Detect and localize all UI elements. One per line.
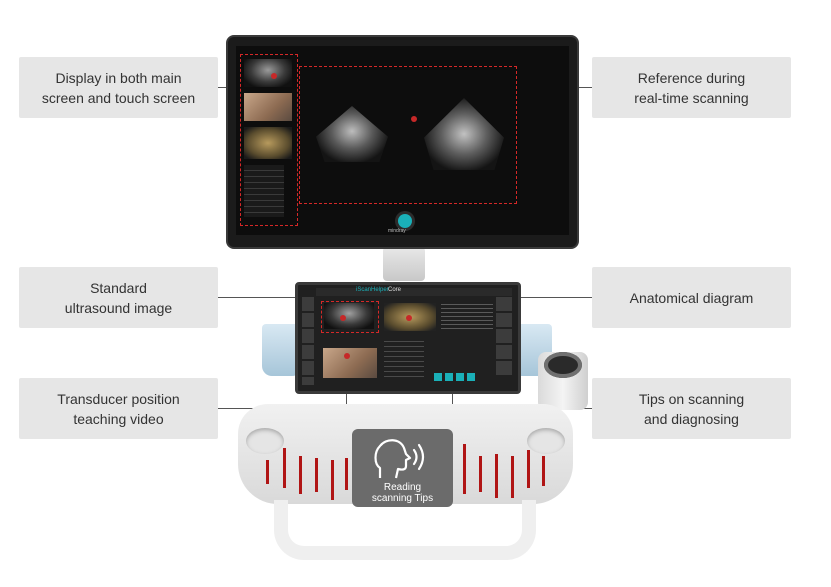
- touch-diagram-marker: [406, 315, 412, 321]
- thumb-marker: [271, 73, 277, 79]
- touch-title: iScanHelper: [356, 287, 389, 293]
- right-cup-well: [527, 428, 565, 454]
- left-cup-well: [246, 428, 284, 454]
- reading-tips-panel: Reading scanning Tips: [352, 429, 453, 507]
- probe-holder-top: [544, 352, 582, 378]
- callout-standard-image: Standard ultrasound image: [19, 267, 218, 328]
- main-screen: mindray: [236, 46, 569, 235]
- highlight-bar: [479, 456, 482, 492]
- touch-screen: iScanHelper Core: [295, 282, 521, 394]
- reference-marker: [411, 116, 417, 122]
- touch-video: [323, 348, 377, 378]
- left-thumbnail-column: [240, 54, 298, 226]
- main-monitor: mindray: [228, 37, 577, 247]
- highlight-bar: [331, 460, 334, 500]
- thumb-video: [244, 93, 292, 121]
- thumb-ultrasound: [244, 59, 292, 87]
- brand-logo: mindray: [388, 228, 406, 234]
- callout-tips: Tips on scanning and diagnosing: [592, 378, 791, 439]
- control-knob-icon: [398, 214, 412, 228]
- thumb-list: [244, 165, 284, 217]
- thumb-diagram: [244, 127, 292, 159]
- highlight-bar: [315, 458, 318, 492]
- touch-list: [384, 337, 424, 377]
- highlight-bar: [527, 450, 530, 488]
- callout-display-both: Display in both main screen and touch sc…: [19, 57, 218, 118]
- leader-line-standard: [218, 297, 340, 298]
- touch-buttons: [434, 373, 478, 381]
- main-image-frame: [299, 66, 517, 204]
- touch-side-menu: [302, 297, 314, 385]
- leader-line-anatomical: [452, 297, 592, 298]
- callout-transducer-video: Transducer position teaching video: [19, 378, 218, 439]
- highlight-bar: [299, 456, 302, 494]
- highlight-bar: [511, 456, 514, 498]
- highlight-bar: [542, 456, 545, 486]
- speaking-head-icon: [374, 439, 425, 479]
- highlight-bar: [463, 444, 466, 494]
- touch-standard-marker: [340, 315, 346, 321]
- touch-standard-frame: [321, 301, 379, 333]
- callout-anatomical: Anatomical diagram: [592, 267, 791, 328]
- highlight-bar: [283, 448, 286, 488]
- touch-right-menu: [496, 297, 512, 377]
- highlight-bar: [495, 454, 498, 498]
- touch-standard-image: [324, 303, 374, 329]
- touch-tips-text: [441, 301, 493, 331]
- touch-video-marker: [344, 353, 350, 359]
- reading-tips-label: Reading scanning Tips: [371, 482, 434, 504]
- touch-tab: Core: [388, 287, 402, 293]
- callout-reference: Reference during real-time scanning: [592, 57, 791, 118]
- highlight-bar: [266, 460, 269, 484]
- cart-handle: [274, 500, 536, 560]
- highlight-bar: [345, 458, 348, 490]
- monitor-stand: [383, 247, 425, 281]
- touch-title-bar: [316, 288, 512, 296]
